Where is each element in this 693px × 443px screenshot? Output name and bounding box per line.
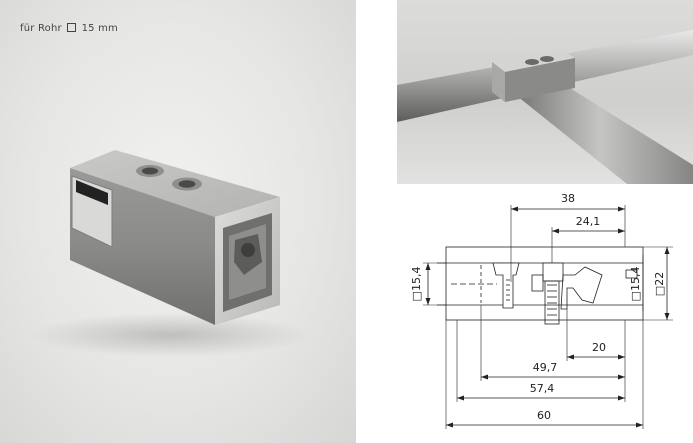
dimension-drawing: 38 24,1 20 49,7 57,4 60 □15,4 □15,4 □22 [410,192,673,429]
square-symbol-icon [67,23,77,32]
dim-tube-left: □15,4 [410,267,423,302]
tube-size-caption: für Rohr 15 mm [20,23,118,34]
body-outline [445,246,644,321]
technical-drawing: 38 24,1 20 49,7 57,4 60 □15,4 □15,4 □22 [397,185,693,443]
dim-outer: □22 [653,272,666,296]
tube-junction-render [397,30,693,184]
installation-photo [397,0,693,184]
dim-tube-right: □15,4 [629,267,642,302]
dim-57-4: 57,4 [530,382,555,395]
dim-20: 20 [592,341,606,354]
caption-size: 15 mm [81,23,118,34]
dim-38: 38 [561,192,575,205]
dim-49-7: 49,7 [533,361,558,374]
dim-24-1: 24,1 [576,215,601,228]
product-photo: für Rohr 15 mm [0,0,356,443]
connector-render [30,150,310,357]
cross-tube [507,80,693,184]
dim-60: 60 [537,409,551,422]
caption-prefix: für Rohr [20,23,62,34]
